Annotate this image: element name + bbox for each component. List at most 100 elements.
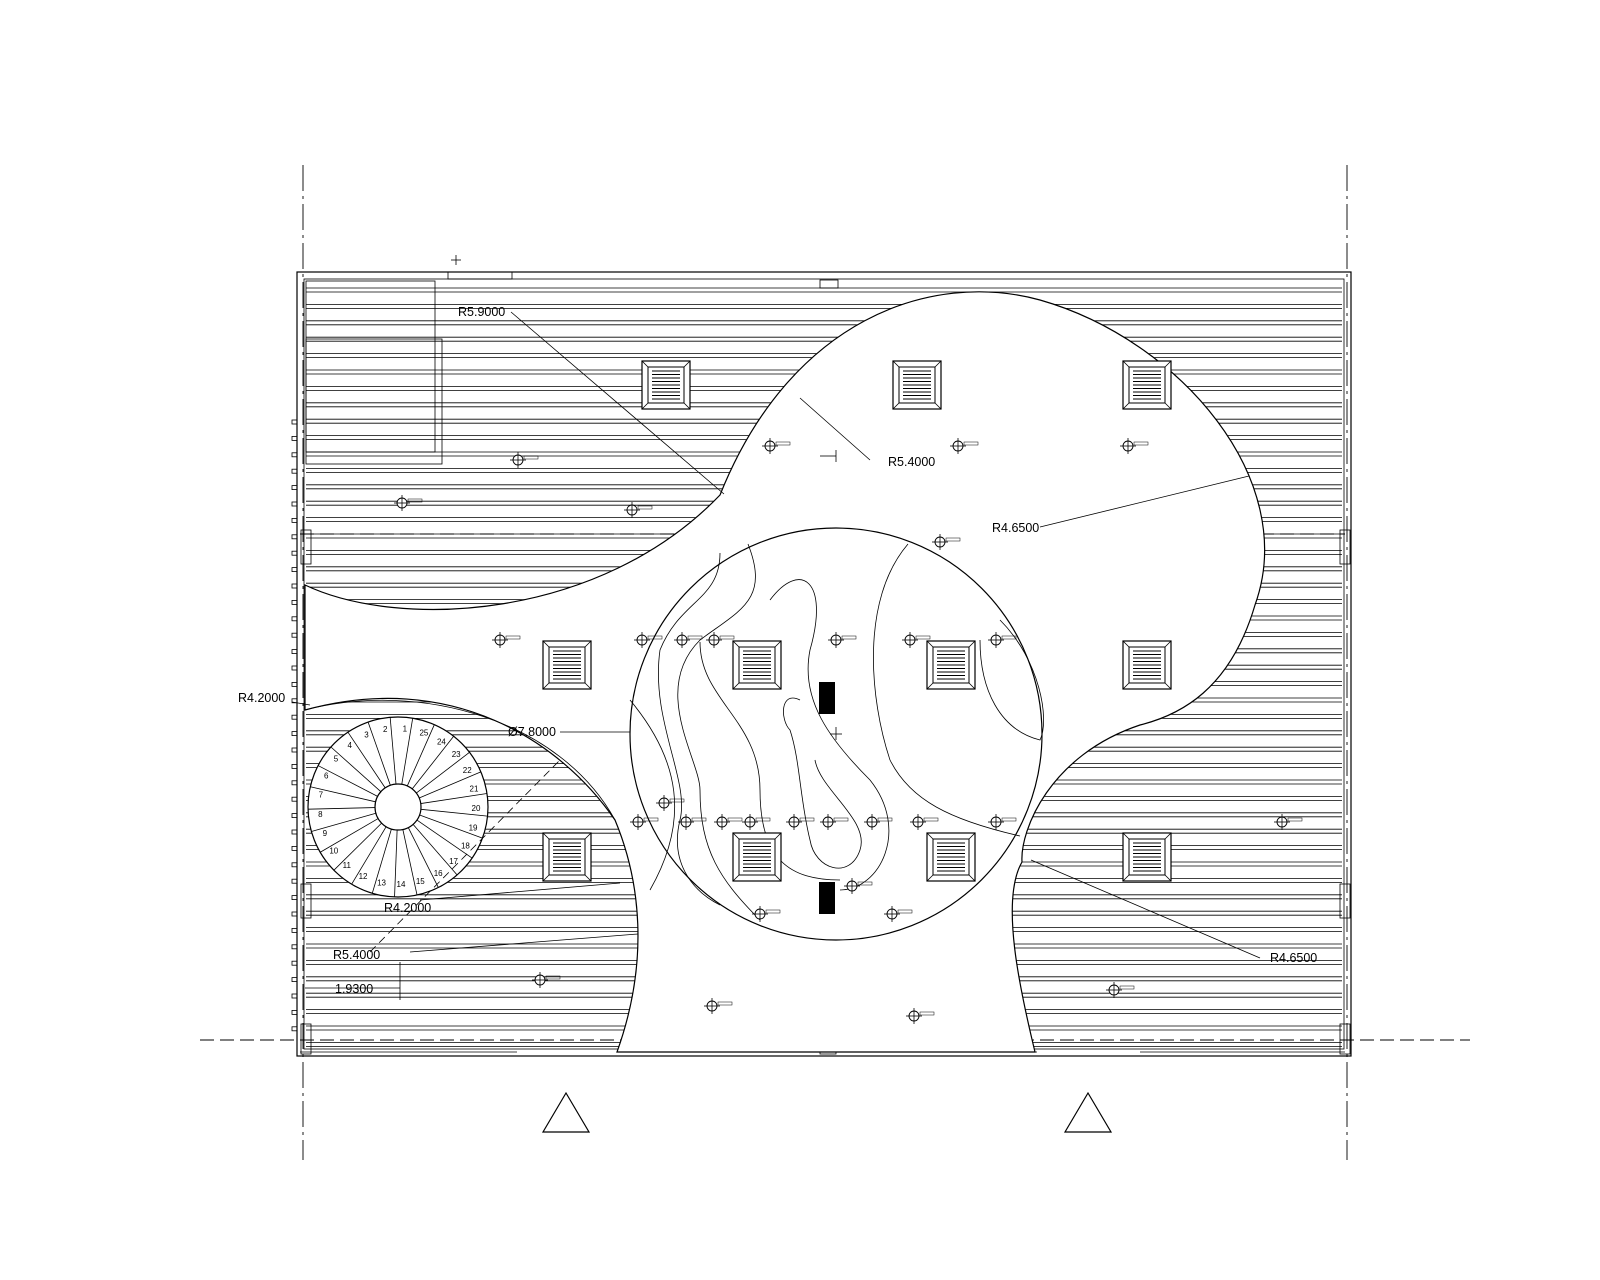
square-vent-icon (641, 360, 691, 410)
stair-tread-line (310, 786, 376, 803)
stair-tread-line (347, 731, 386, 789)
square-vent-icon (892, 360, 942, 410)
square-vent-icon (732, 832, 782, 882)
label-r59: R5.9000 (458, 305, 505, 319)
stair-tread-line (406, 724, 435, 787)
top-center-mark (819, 279, 839, 289)
downlight-symbol-icon (950, 438, 979, 454)
leader-r42-left (291, 701, 311, 706)
downlight-symbol-icon (906, 1008, 935, 1024)
downlight-symbol-icon (492, 632, 521, 648)
wall-tick (291, 550, 298, 556)
band-curve-3 (769, 579, 890, 891)
downlight-symbol-icon (624, 502, 653, 518)
wall-tick (291, 435, 298, 441)
corner-room-lower (305, 338, 443, 465)
stair-step-number: 7 (319, 790, 324, 799)
stair-step-number: 1 (403, 724, 408, 733)
stair-tread-line (420, 808, 488, 817)
wall-tick (291, 846, 298, 851)
stair-step-number: 25 (419, 729, 428, 738)
wall-tick (291, 862, 298, 868)
label-w193: 1.9300 (335, 982, 373, 996)
downlight-symbol-icon (1106, 982, 1135, 998)
stair-step-number: 20 (472, 804, 481, 813)
right-column-1 (1339, 529, 1351, 565)
stair-tread-line (420, 793, 488, 804)
wall-tick (291, 977, 298, 982)
stair-step-number: 13 (377, 878, 386, 887)
vent-grilles (542, 360, 1172, 882)
downlight-symbol-icon (844, 878, 873, 894)
square-vent-icon (1122, 360, 1172, 410)
band-curve-4 (629, 699, 676, 891)
downlight-symbol-icon (678, 814, 707, 830)
downlight-symbol-icon (902, 632, 931, 648)
label-r54-top: R5.4000 (888, 455, 935, 469)
label-r465-top: R4.6500 (992, 521, 1039, 535)
downlight-symbol-icon (714, 814, 743, 830)
downlight-symbol-icon (820, 814, 849, 830)
downlight-symbol-icon (910, 814, 939, 830)
downlight-symbol-icon (704, 998, 733, 1014)
downlight-symbol-icon (932, 534, 961, 550)
stair-tread-line (308, 807, 376, 810)
wall-tick (291, 632, 298, 638)
stair-step-number: 3 (364, 731, 369, 740)
entry-triangle-right (1063, 1091, 1113, 1133)
stair-step-number: 4 (348, 741, 353, 750)
downlight-symbol-icon (634, 632, 663, 648)
downlight-symbol-icon (674, 632, 703, 648)
wall-tick (291, 468, 298, 474)
wall-tick (291, 419, 298, 425)
wall-tick (291, 960, 298, 966)
downlights (394, 438, 1303, 1024)
stair-step-number: 18 (461, 841, 470, 850)
square-vent-icon (1122, 832, 1172, 882)
downlight-symbol-icon (988, 814, 1017, 830)
wall-tick (291, 534, 298, 540)
downlight-symbol-icon (394, 495, 423, 511)
downlight-symbol-icon (752, 906, 781, 922)
wall-tick (291, 518, 298, 523)
wall-tick (291, 878, 298, 884)
wall-tick (291, 944, 298, 950)
stair-tread-line (351, 826, 387, 885)
stair-step-number: 10 (329, 846, 338, 855)
outer-wall (296, 271, 1352, 1057)
wall-tick (291, 600, 298, 605)
wall-tick (291, 911, 298, 917)
band-curve-8 (979, 619, 1044, 741)
downlight-symbol-icon (884, 906, 913, 922)
wall-tick (291, 665, 298, 671)
wall-tick (291, 747, 298, 753)
downlight-symbol-icon (510, 452, 539, 468)
stair-tread-line (419, 771, 482, 799)
entry-triangle-left (541, 1091, 591, 1133)
downlight-symbol-icon (1120, 438, 1149, 454)
square-vent-icon (926, 640, 976, 690)
leader-r465-bottom (1030, 859, 1261, 959)
stair-step-number: 21 (470, 785, 479, 794)
left-column-3 (300, 1023, 312, 1055)
stair-step-number: 8 (318, 810, 323, 819)
wall-tick (291, 567, 298, 572)
downlight-symbol-icon (1274, 814, 1303, 830)
stair-step-number: 2 (383, 725, 388, 734)
stair-step-number: 5 (334, 755, 339, 764)
downlight-symbol-icon (706, 632, 735, 648)
square-vent-icon (732, 640, 782, 690)
wall-tick (291, 649, 298, 654)
wall-tick (291, 796, 298, 802)
label-r42-bottom: R4.2000 (384, 901, 431, 915)
downlight-symbol-icon (828, 632, 857, 648)
stair-step-number: 9 (323, 829, 328, 838)
downlight-symbol-icon (988, 632, 1017, 648)
leader-r54-bottom (409, 933, 639, 953)
label-r465-bottom: R4.6500 (1270, 951, 1317, 965)
leader-r42-bottom (419, 882, 621, 901)
stair-tread-line (419, 814, 483, 839)
stair-step-number: 6 (324, 772, 329, 781)
